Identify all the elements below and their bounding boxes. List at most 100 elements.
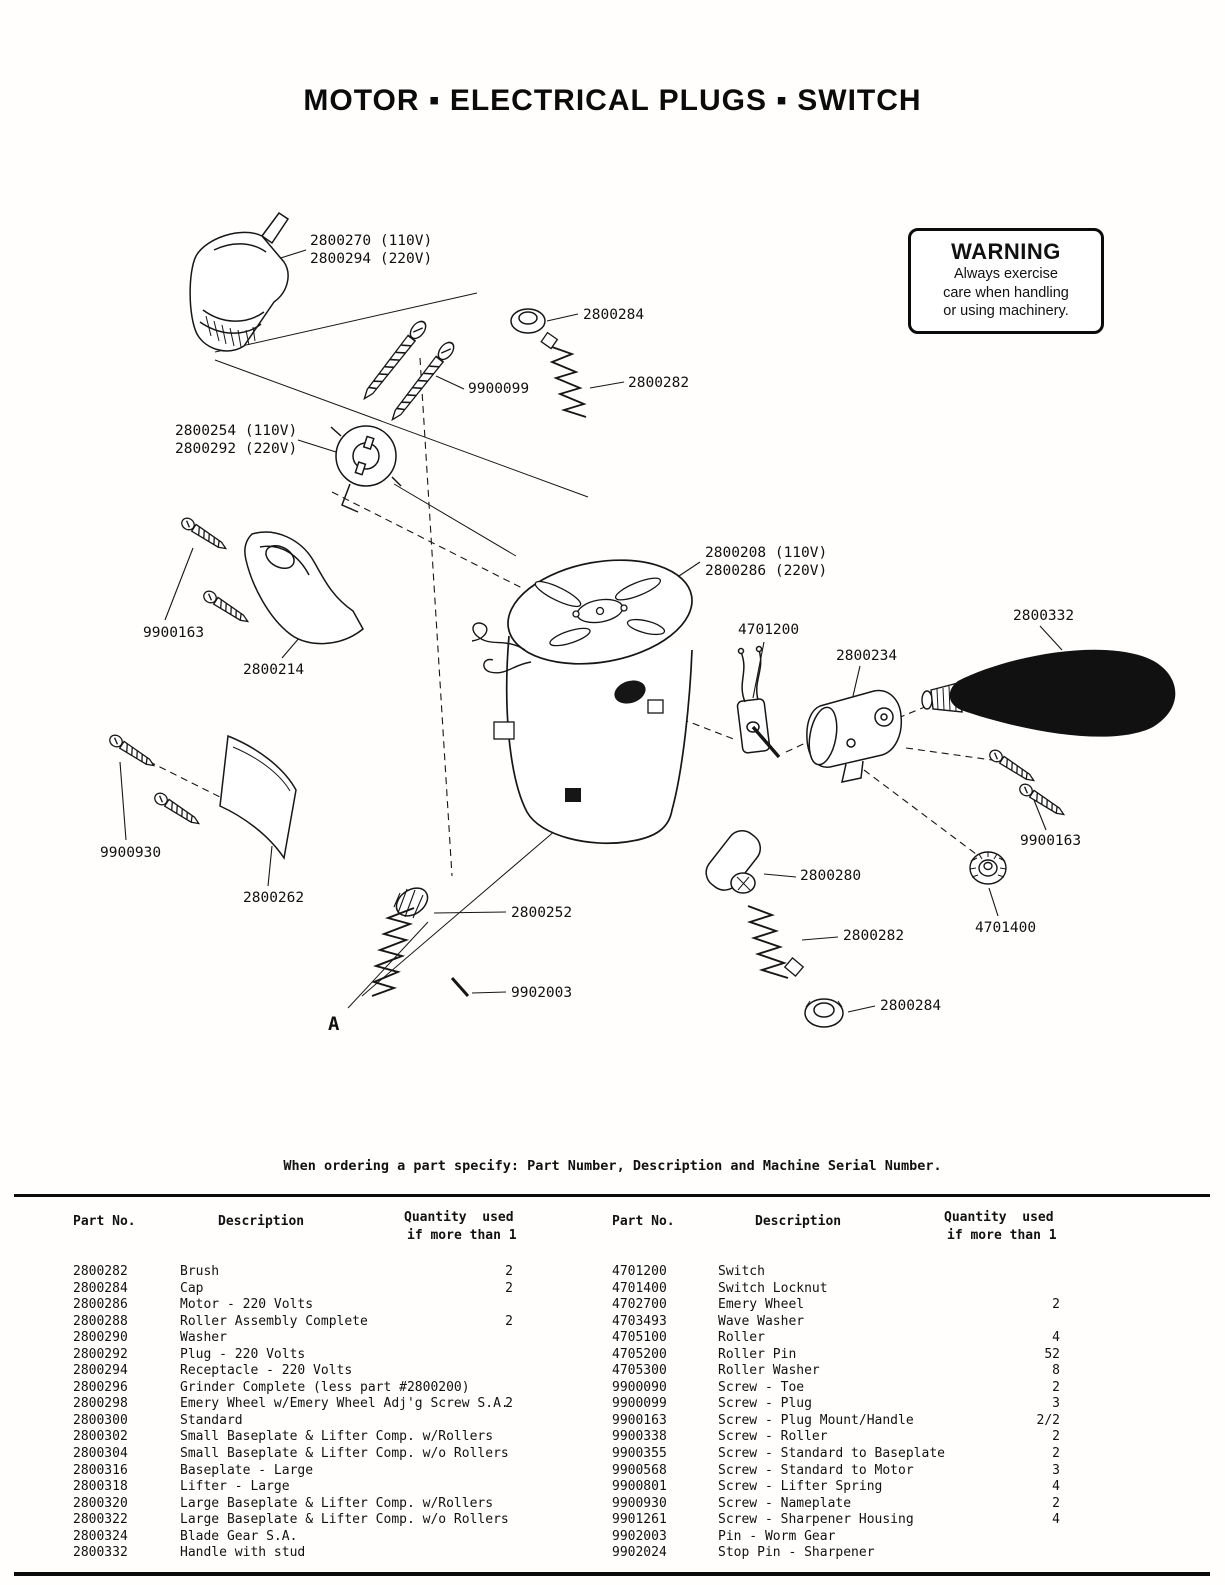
- description-cell: Large Baseplate & Lifter Comp. w/Rollers: [180, 1495, 494, 1511]
- screw-nameplate-drawing: [106, 732, 158, 771]
- part-number-cell: 4705200: [612, 1346, 667, 1362]
- part-number-cell: 9900090: [612, 1379, 667, 1395]
- handle-drawing: [921, 649, 1176, 737]
- part-number-cell: 4701200: [612, 1264, 667, 1279]
- table-top-rule: [14, 1194, 1210, 1197]
- callout-pin-worm-gear: 9902003: [511, 985, 573, 1001]
- header-quantity-right-line1: Quantity used: [944, 1210, 1054, 1225]
- part-number-cell: 2800304: [73, 1446, 128, 1462]
- part-number-cell: 2800332: [73, 1545, 128, 1561]
- description-cell: Screw - Nameplate: [718, 1495, 852, 1511]
- description-cell: Large Baseplate & Lifter Comp. w/o Rolle…: [180, 1512, 509, 1528]
- switch-housing-drawing: [806, 689, 903, 783]
- part-number-cell: 2800316: [73, 1462, 128, 1478]
- table-row: 2800322 Large Baseplate & Lifter Comp. w…: [73, 1512, 513, 1529]
- table-row: 9900163 Screw - Plug Mount/Handle 2/2: [612, 1413, 1060, 1430]
- switch-drawing: [736, 645, 781, 759]
- table-row: 2800316 Baseplate - Large: [73, 1463, 513, 1480]
- callout-screw-plug: 9900099: [468, 381, 530, 397]
- callout-brush-lower: 2800282: [843, 928, 905, 944]
- callout-brush-upper: 2800282: [628, 375, 690, 391]
- description-cell: Switch Locknut: [718, 1280, 828, 1296]
- part-number-cell: 4702700: [612, 1297, 667, 1313]
- callout-receptacle-220v: 2800292 (220V): [175, 441, 298, 457]
- table-row: 9902003 Pin - Worm Gear: [612, 1529, 1060, 1546]
- part-number-cell: 9902003: [612, 1528, 667, 1544]
- quantity-cell: 2: [1052, 1379, 1060, 1395]
- callout-switch: 4701200: [738, 622, 800, 638]
- part-number-cell: 2800286: [73, 1297, 128, 1313]
- description-cell: Baseplate - Large: [180, 1462, 314, 1478]
- callout-worm-gear: 2800252: [511, 905, 573, 921]
- quantity-cell: 2: [505, 1264, 513, 1279]
- table-row: 2800298 Emery Wheel w/Emery Wheel Adj'g …: [73, 1396, 513, 1413]
- quantity-cell: 2/2: [1036, 1412, 1060, 1428]
- callout-brush-holder: 2800280: [800, 868, 862, 884]
- screw-nameplate-drawing: [151, 790, 203, 829]
- worm-gear-drawing: [371, 887, 429, 997]
- table-row: 9900355 Screw - Standard to Baseplate 2: [612, 1446, 1060, 1463]
- part-number-cell: 2800298: [73, 1396, 128, 1412]
- part-number-cell: 2800284: [73, 1280, 128, 1296]
- table-row: 2800286 Motor - 220 Volts: [73, 1297, 513, 1314]
- part-number-cell: 4701400: [612, 1280, 667, 1296]
- description-cell: Brush: [180, 1264, 220, 1279]
- part-number-cell: 9901261: [612, 1512, 667, 1528]
- callout-plug-220v: 2800294 (220V): [310, 251, 433, 267]
- brush-lower-drawing: [746, 905, 805, 979]
- table-row: 4705300 Roller Washer 8: [612, 1363, 1060, 1380]
- description-cell: Screw - Plug Mount/Handle: [718, 1412, 914, 1428]
- callout-motor-110v: 2800208 (110V): [705, 545, 828, 561]
- header-quantity-left-line1: Quantity used: [404, 1210, 514, 1225]
- table-row: 9900099 Screw - Plug 3: [612, 1396, 1060, 1413]
- header-part-no-left: Part No.: [73, 1214, 136, 1229]
- page-bottom-rule: [14, 1572, 1210, 1576]
- callout-cap-lower: 2800284: [880, 998, 942, 1014]
- plug-mount-drawing: [244, 531, 364, 645]
- warning-box: WARNING Always exercise care when handli…: [908, 228, 1104, 334]
- table-row: 4705100 Roller 4: [612, 1330, 1060, 1347]
- description-cell: Emery Wheel w/Emery Wheel Adj'g Screw S.…: [180, 1396, 509, 1412]
- part-number-cell: 9900801: [612, 1479, 667, 1495]
- part-number-cell: 9900099: [612, 1396, 667, 1412]
- part-number-cell: 2800290: [73, 1330, 128, 1346]
- table-row: 2800292 Plug - 220 Volts: [73, 1347, 513, 1364]
- callout-screw-nameplate: 9900930: [100, 845, 162, 861]
- table-row: 9900338 Screw - Roller 2: [612, 1429, 1060, 1446]
- description-cell: Stop Pin - Sharpener: [718, 1545, 875, 1561]
- table-row: 9900568 Screw - Standard to Motor 3: [612, 1463, 1060, 1480]
- description-cell: Cap: [180, 1280, 204, 1296]
- description-cell: Roller Assembly Complete: [180, 1313, 368, 1329]
- description-cell: Receptacle - 220 Volts: [180, 1363, 353, 1379]
- parts-table-right: 4701200 Switch 4701400 Switch Locknut 47…: [612, 1264, 1060, 1562]
- construction-lines: [137, 292, 993, 1009]
- quantity-cell: 3: [1052, 1462, 1060, 1478]
- callout-nameplate: 2800262: [243, 890, 305, 906]
- part-number-cell: 2800318: [73, 1479, 128, 1495]
- description-cell: Lifter - Large: [180, 1479, 290, 1495]
- callout-switch-locknut: 4701400: [975, 920, 1037, 936]
- part-number-cell: 4705300: [612, 1363, 667, 1379]
- callout-screw-plug-mount-left: 9900163: [143, 625, 205, 641]
- cap-lower-drawing: [804, 998, 844, 1028]
- part-number-cell: 2800320: [73, 1495, 128, 1511]
- table-row: 2800324 Blade Gear S.A.: [73, 1529, 513, 1546]
- warning-text-line: or using machinery.: [943, 303, 1069, 320]
- callout-plug-mount: 2800214: [243, 662, 305, 678]
- description-cell: Grinder Complete (less part #2800200): [180, 1379, 470, 1395]
- part-number-cell: 2800322: [73, 1512, 128, 1528]
- callout-plug-110v: 2800270 (110V): [310, 233, 433, 249]
- table-row: 2800294 Receptacle - 220 Volts: [73, 1363, 513, 1380]
- table-row: 9901261 Screw - Sharpener Housing 4: [612, 1512, 1060, 1529]
- part-number-cell: 9900930: [612, 1495, 667, 1511]
- description-cell: Standard: [180, 1412, 243, 1428]
- warning-text-line: care when handling: [943, 284, 1069, 301]
- description-cell: Screw - Sharpener Housing: [718, 1512, 914, 1528]
- description-cell: Roller: [718, 1330, 765, 1346]
- table-row: 4701200 Switch: [612, 1264, 1060, 1281]
- warning-title: WARNING: [951, 239, 1061, 264]
- description-cell: Screw - Lifter Spring: [718, 1479, 883, 1495]
- table-row: 4702700 Emery Wheel 2: [612, 1297, 1060, 1314]
- part-number-cell: 2800292: [73, 1346, 128, 1362]
- table-row: 2800284 Cap 2: [73, 1281, 513, 1298]
